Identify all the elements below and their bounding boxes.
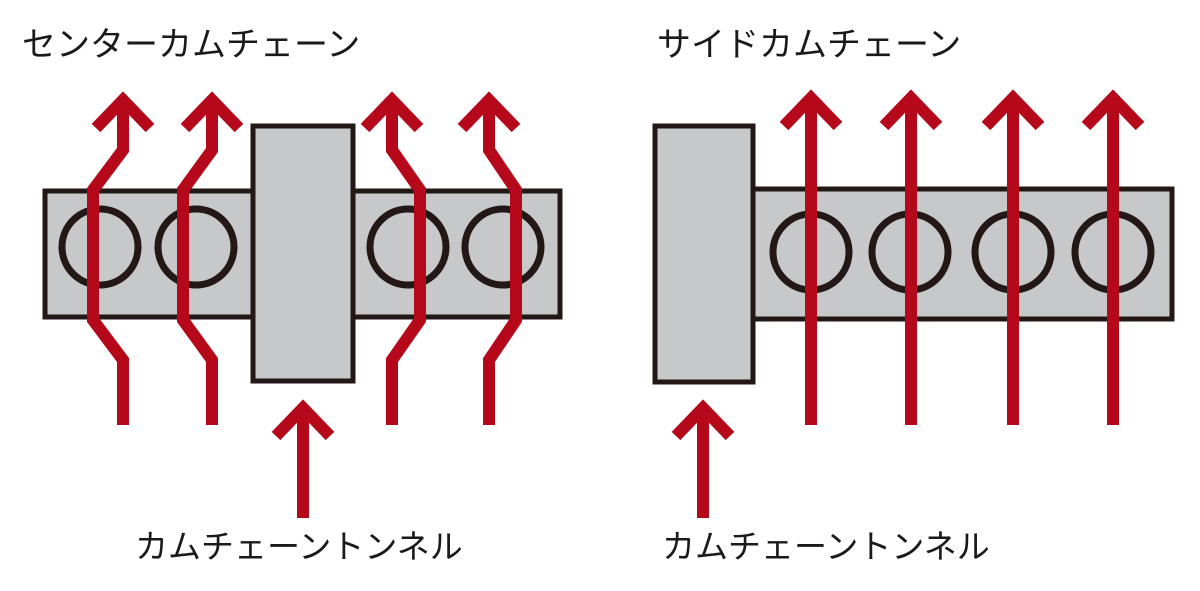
airflow-arrowhead bbox=[779, 89, 843, 131]
airflow-arrow bbox=[177, 102, 218, 425]
cam-chain-tunnel bbox=[250, 123, 356, 384]
tunnel-airflow-arrowhead bbox=[271, 399, 335, 441]
airflow-arrowhead bbox=[981, 89, 1045, 131]
center-cam-chain-title: センターカムチェーン bbox=[22, 25, 361, 65]
airflow-arrowhead bbox=[180, 91, 244, 133]
side-tunnel-caption: カムチェーントンネル bbox=[662, 527, 990, 566]
airflow-arrowhead bbox=[360, 91, 424, 133]
airflow-arrow bbox=[483, 102, 522, 425]
airflow-arrow bbox=[386, 102, 426, 425]
cylinder bbox=[154, 205, 238, 289]
cylinder bbox=[58, 205, 142, 289]
airflow-arrowhead bbox=[91, 91, 155, 133]
cylinder bbox=[366, 205, 450, 289]
airflow-arrowhead bbox=[457, 91, 521, 133]
side-cam-chain-diagram bbox=[652, 89, 1175, 518]
cam-chain-tunnel bbox=[652, 123, 756, 385]
center-tunnel-caption: カムチェーントンネル bbox=[135, 527, 463, 566]
tunnel-airflow-arrowhead bbox=[671, 399, 735, 441]
airflow-arrow bbox=[87, 102, 129, 425]
airflow-arrowhead bbox=[879, 89, 943, 131]
cylinder bbox=[461, 205, 545, 289]
airflow-arrowhead bbox=[1081, 89, 1145, 131]
side-cam-chain-title: サイドカムチェーン bbox=[657, 25, 962, 65]
center-cam-chain-diagram bbox=[42, 91, 563, 518]
engine-block bbox=[749, 186, 1175, 322]
